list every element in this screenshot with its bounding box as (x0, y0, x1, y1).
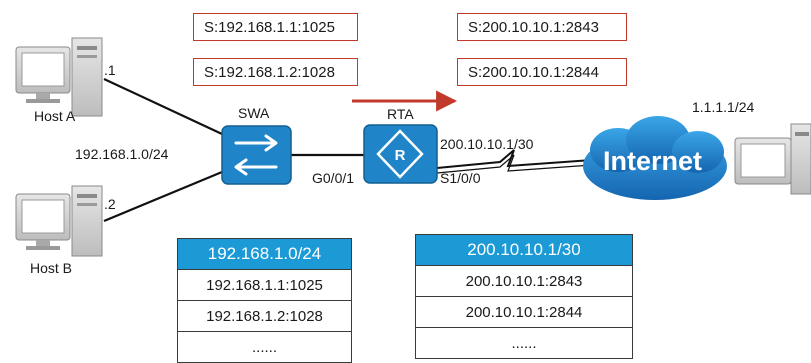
switch-port-label: G0/0/1 (312, 170, 355, 186)
host-a-label: Host A (34, 108, 76, 124)
table-row: 192.168.1.1:1025 (177, 269, 352, 301)
switch-icon (221, 125, 292, 185)
table-row: 200.10.10.1:2844 (415, 296, 633, 328)
link-host-a-swa (103, 78, 223, 135)
router-label: RTA (387, 106, 414, 122)
private-table-header: 192.168.1.0/24 (177, 238, 352, 270)
subnet-label: 192.168.1.0/24 (75, 146, 169, 162)
private-address-table: 192.168.1.0/24 192.168.1.1:1025 192.168.… (177, 238, 352, 363)
internet-label: Internet (603, 146, 703, 176)
link-host-b-swa (103, 170, 223, 223)
router-wan-ip-label: 200.10.10.1/30 (440, 136, 534, 152)
serial-link-shadow (436, 154, 593, 174)
table-row: 192.168.1.2:1028 (177, 300, 352, 332)
host-a-ip-suffix: .1 (104, 62, 116, 78)
host-b-pc-icon (15, 185, 103, 257)
internet-cloud-icon (583, 116, 727, 200)
public-table-header: 200.10.10.1/30 (415, 234, 633, 266)
host-b-label: Host B (30, 260, 73, 276)
serial-link-icon (436, 149, 593, 169)
table-row: 200.10.10.1:2843 (415, 265, 633, 297)
nat-public-source-1: S:200.10.10.1:2843 (457, 13, 627, 41)
router-wan-port-label: S1/0/0 (440, 170, 481, 186)
server-ip-label: 1.1.1.1/24 (692, 99, 755, 115)
nat-public-source-2: S:200.10.10.1:2844 (457, 58, 627, 86)
nat-private-source-1: S:192.168.1.1:1025 (193, 13, 358, 41)
table-row: ...... (415, 327, 633, 359)
public-address-table: 200.10.10.1/30 200.10.10.1:2843 200.10.1… (415, 234, 633, 359)
switch-label: SWA (238, 105, 270, 121)
svg-text:R: R (395, 147, 406, 164)
router-icon: R (363, 124, 438, 184)
internet-server-icon (734, 123, 811, 195)
host-b-ip-suffix: .2 (104, 196, 116, 212)
host-a-pc-icon (15, 37, 103, 117)
table-row: ...... (177, 331, 352, 363)
nat-private-source-2: S:192.168.1.2:1028 (193, 58, 358, 86)
